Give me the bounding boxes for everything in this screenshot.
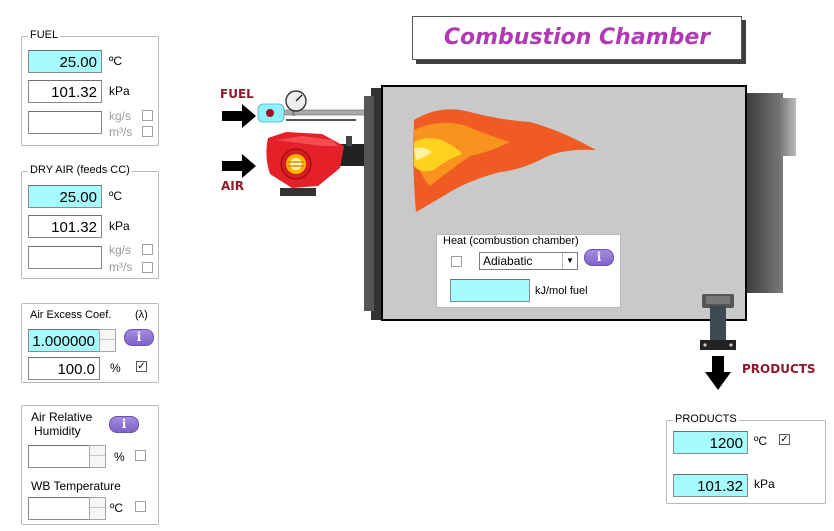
fuel-group: FUEL (21, 29, 159, 146)
air-label: AIR (221, 179, 244, 193)
products-pipe-icon (700, 294, 736, 350)
fuel-valve-icon (257, 90, 366, 123)
spin-up-icon[interactable] (90, 446, 105, 456)
heat-mode-value: Adiabatic (483, 254, 533, 268)
air-group: DRY AIR (feeds CC) (21, 164, 159, 279)
spin-down-icon[interactable] (90, 457, 105, 467)
excess-group (21, 303, 159, 383)
fuel-flow-input[interactable] (28, 111, 102, 134)
heat-mode-select[interactable]: Adiabatic ▼ (479, 252, 578, 270)
humidity-info-button[interactable]: i (109, 416, 139, 433)
humidity-checkbox[interactable] (135, 450, 146, 461)
humidity-spinner[interactable] (89, 445, 106, 468)
products-pressure-input[interactable]: 101.32 (673, 474, 748, 497)
excess-coefficient-spinner[interactable] (99, 329, 116, 352)
products-pressure-unit: kPa (754, 477, 775, 491)
humidity-title-line2: Humidity (34, 424, 81, 438)
products-temperature-checkbox[interactable]: ✓ (779, 434, 790, 445)
heat-info-button[interactable]: i (584, 249, 614, 266)
products-temperature-unit: ºC (754, 434, 768, 448)
excess-percent-checkbox[interactable]: ✓ (136, 361, 147, 372)
page-title: Combustion Chamber (412, 16, 742, 60)
chevron-down-icon[interactable]: ▼ (562, 253, 577, 269)
heat-group-title: Heat (combustion chamber) (443, 235, 579, 247)
air-pressure-unit: kPa (109, 219, 130, 233)
fuel-pressure-unit: kPa (109, 84, 130, 98)
excess-percent-input[interactable]: 100.0 (28, 357, 100, 380)
heat-unit: kJ/mol fuel (535, 285, 588, 297)
products-group: PRODUCTS (666, 413, 826, 504)
air-temperature-input[interactable]: 25.00 (28, 185, 102, 208)
products-arrow-icon (705, 356, 731, 390)
fuel-pressure-input[interactable]: 101.32 (28, 80, 102, 103)
lambda-symbol: (λ) (135, 309, 148, 321)
air-arrow-icon (222, 154, 256, 178)
flame-icon (413, 109, 596, 212)
fuel-group-title: FUEL (28, 29, 61, 41)
chamber-right-cap (745, 93, 783, 293)
fuel-label: FUEL (220, 87, 254, 101)
chamber-left-flange (364, 96, 374, 311)
humidity-group (21, 405, 159, 525)
air-pressure-input[interactable]: 101.32 (28, 215, 102, 238)
fuel-mass-unit: kg/s (109, 109, 132, 123)
heat-checkbox[interactable] (451, 256, 462, 267)
heat-value-input[interactable] (450, 279, 530, 302)
fuel-vol-checkbox[interactable] (142, 126, 153, 137)
wb-temperature-input[interactable] (28, 497, 90, 520)
wb-temperature-checkbox[interactable] (135, 501, 146, 512)
wb-temperature-unit: ºC (110, 501, 124, 515)
chamber-left-cap (371, 88, 383, 320)
fuel-temperature-input[interactable]: 25.00 (28, 50, 102, 73)
wb-temperature-spinner[interactable] (89, 497, 106, 520)
air-flow-input[interactable] (28, 246, 102, 269)
excess-percent-unit: % (110, 361, 121, 375)
chamber-right-outlet (780, 98, 796, 156)
air-vol-checkbox[interactable] (142, 262, 153, 273)
air-temperature-unit: ºC (109, 189, 123, 203)
air-vol-unit: m³/s (109, 260, 133, 274)
spin-down-icon[interactable] (90, 509, 105, 519)
air-group-title: DRY AIR (feeds CC) (28, 164, 132, 176)
humidity-title-line1: Air Relative (31, 410, 93, 424)
fuel-mass-checkbox[interactable] (142, 110, 153, 121)
fuel-arrow-icon (222, 104, 256, 128)
excess-info-button[interactable]: i (124, 329, 154, 346)
excess-coefficient-input[interactable]: 1.000000 (28, 329, 100, 352)
air-mass-unit: kg/s (109, 243, 132, 257)
humidity-input[interactable] (28, 445, 90, 468)
air-mass-checkbox[interactable] (142, 244, 153, 255)
products-temperature-input[interactable]: 1200 (673, 431, 748, 454)
spin-up-icon[interactable] (90, 498, 105, 508)
fuel-temperature-unit: ºC (109, 54, 123, 68)
products-group-title: PRODUCTS (673, 413, 739, 425)
humidity-unit: % (114, 450, 125, 464)
spin-up-icon[interactable] (100, 330, 115, 340)
wb-temperature-label: WB Temperature (31, 479, 121, 493)
spin-down-icon[interactable] (100, 341, 115, 351)
excess-group-title: Air Excess Coef. (30, 309, 112, 321)
products-label: PRODUCTS (742, 362, 816, 376)
fuel-vol-unit: m³/s (109, 125, 133, 139)
